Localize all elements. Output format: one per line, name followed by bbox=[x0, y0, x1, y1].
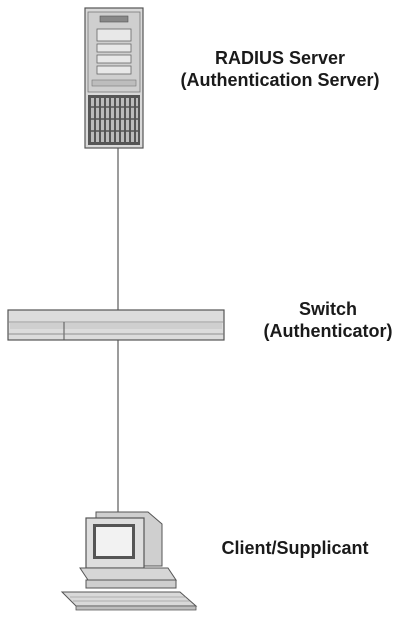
server-label-line2: (Authentication Server) bbox=[180, 70, 380, 90]
client-label-text: Client/Supplicant bbox=[221, 538, 369, 558]
client-label: Client/Supplicant bbox=[190, 537, 400, 559]
network-switch-icon bbox=[7, 309, 225, 341]
server-label: RADIUS Server (Authentication Server) bbox=[150, 47, 410, 91]
switch-label: Switch (Authenticator) bbox=[248, 298, 408, 342]
switch-label-line2: (Authenticator) bbox=[263, 321, 393, 341]
server-label-line1: RADIUS Server bbox=[214, 48, 346, 68]
server-tower-icon bbox=[84, 7, 144, 149]
desktop-computer-icon bbox=[60, 511, 198, 611]
switch-label-line1: Switch bbox=[298, 299, 357, 319]
